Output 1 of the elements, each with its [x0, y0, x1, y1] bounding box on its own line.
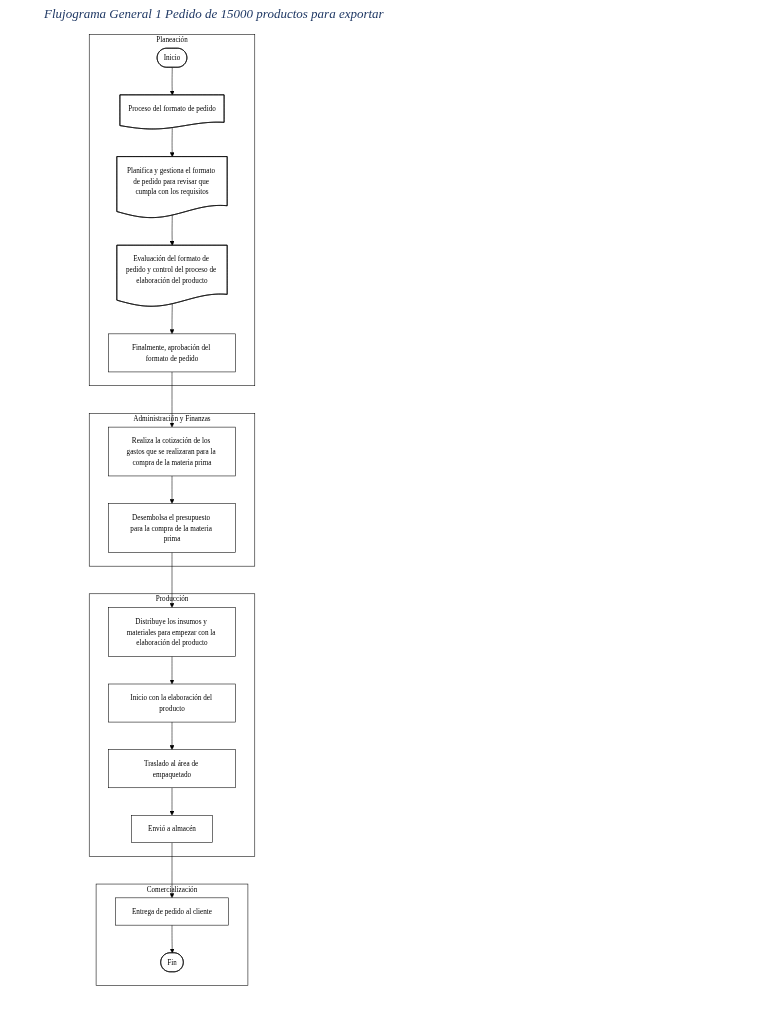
diagram-title: Flujograma General 1 Pedido de 15000 productos para exportar	[44, 6, 385, 22]
